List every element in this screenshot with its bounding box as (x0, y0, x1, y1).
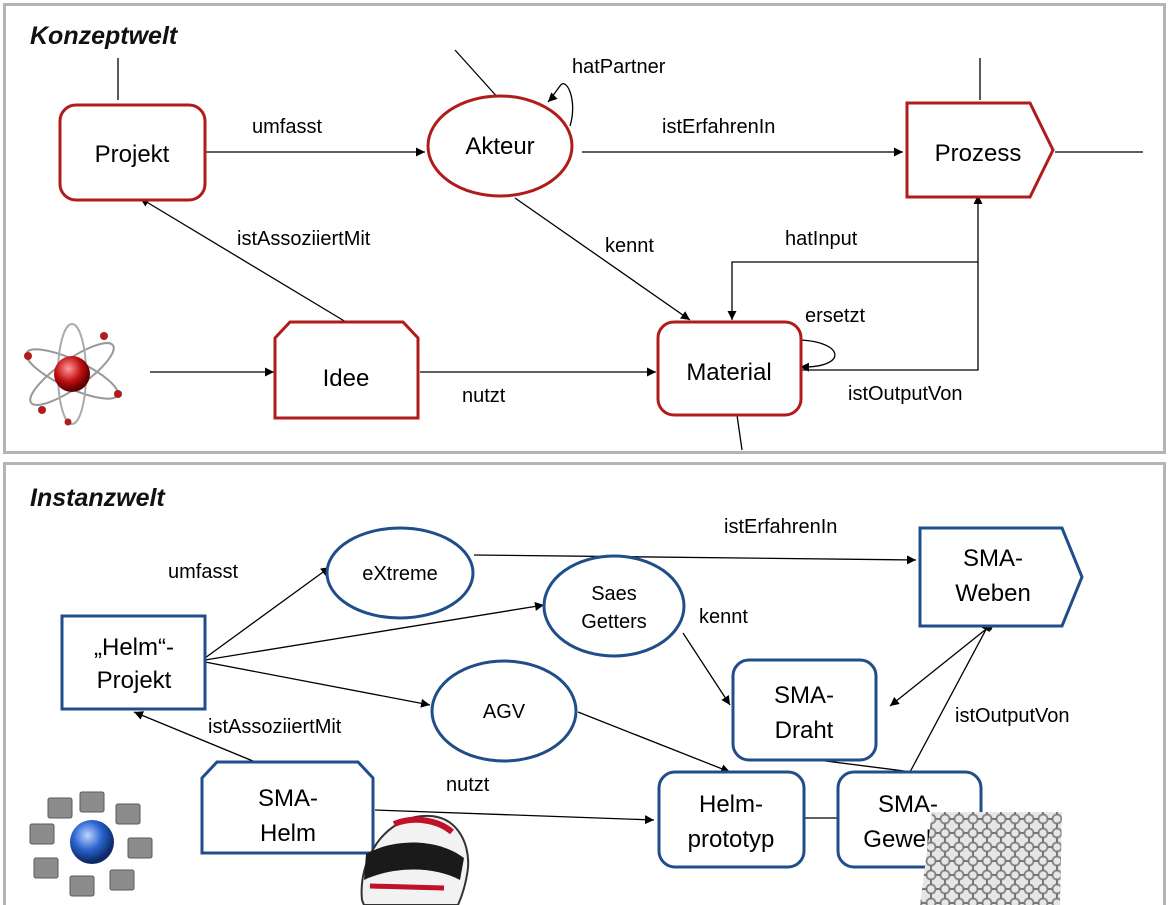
edge-stub-material (736, 414, 743, 451)
edge-stub-akteur (454, 49, 501, 101)
edge-umfasst-saes (204, 601, 545, 661)
edge-istoutputvon (800, 195, 983, 371)
edge-istassoziiertmit (139, 197, 347, 323)
konzept-edges (117, 49, 1143, 451)
label-isterfahrenin-i: istErfahrenIn (724, 516, 837, 538)
instanz-node-labels: „Helm“- Projekt eXtreme Saes Getters AGV… (94, 545, 1031, 853)
node-saes-label-2: Getters (581, 611, 647, 633)
edge-kennt (514, 197, 691, 321)
node-sma-weben-label-1: SMA- (963, 545, 1023, 572)
node-sma-draht-label-2: Draht (775, 717, 834, 744)
node-agv[interactable] (430, 659, 578, 763)
node-projekt-label: Projekt (95, 141, 170, 168)
node-sma-weben[interactable] (918, 526, 1084, 628)
edge-agv-helmprototyp (577, 711, 731, 773)
instanzwelt-title: Instanzwelt (30, 484, 165, 512)
node-extreme-label: eXtreme (362, 563, 438, 585)
mesh-fabric-icon (920, 812, 1062, 905)
node-prozess-label: Prozess (935, 140, 1022, 167)
node-idee-label: Idee (323, 365, 370, 392)
node-helmprototyp-label-1: Helm- (699, 791, 763, 818)
konzeptwelt-panel (3, 3, 1166, 454)
node-sma-helm-label-2: Helm (260, 820, 316, 847)
konzept-node-labels: Projekt Akteur Prozess Idee Material (95, 133, 1022, 392)
node-helm-projekt-label-1: „Helm“- (94, 634, 174, 661)
node-saes-getters[interactable] (542, 554, 686, 658)
edge-umfasst-extreme (204, 566, 331, 659)
atom-icon (24, 323, 122, 426)
edge-nutzt-i (374, 809, 655, 825)
edge-ersetzt (799, 339, 836, 372)
label-umfasst-i: umfasst (168, 561, 238, 583)
label-nutzt-i: nutzt (446, 774, 490, 796)
konzept-edge-labels: umfasst hatPartner istErfahrenIn istAsso… (237, 56, 963, 407)
edge-hatinput (727, 261, 978, 320)
edge-isterfahrenin-i (473, 554, 917, 565)
edge-istassoziiertmit-i (133, 711, 266, 767)
label-istassoziiertmit: istAssoziiertMit (237, 228, 371, 250)
edge-istoutputvon-i (909, 621, 991, 773)
node-akteur[interactable] (426, 94, 574, 198)
node-sma-draht-label-1: SMA- (774, 682, 834, 709)
edge-kennt-i (682, 632, 731, 706)
node-helmprototyp-label-2: prototyp (688, 826, 775, 853)
node-akteur-label: Akteur (465, 133, 534, 160)
node-idee[interactable] (273, 320, 420, 420)
label-umfasst: umfasst (252, 116, 322, 138)
instanz-edges (133, 554, 996, 825)
node-material[interactable] (656, 320, 803, 417)
konzeptwelt-title: Konzeptwelt (30, 22, 178, 50)
label-isterfahrenin: istErfahrenIn (662, 116, 775, 138)
edge-umfasst-agv (204, 661, 431, 708)
label-kennt-i: kennt (699, 606, 748, 628)
helmet-icon (360, 814, 470, 905)
edge-draht-weben (889, 621, 996, 707)
label-istassoziiertmit-i: istAssoziiertMit (208, 716, 342, 738)
label-ersetzt: ersetzt (805, 305, 865, 327)
label-hatpartner: hatPartner (572, 56, 666, 78)
node-projekt[interactable] (58, 103, 207, 202)
edge-hatpartner (547, 83, 574, 127)
node-agv-label: AGV (483, 701, 526, 723)
node-sma-helm-label-1: SMA- (258, 785, 318, 812)
cubes-network-icon (29, 791, 153, 897)
node-helm-projekt[interactable] (60, 614, 207, 711)
node-sma-draht[interactable] (731, 658, 878, 762)
label-kennt: kennt (605, 235, 654, 257)
label-istoutputvon-i: istOutputVon (955, 705, 1070, 727)
node-extreme[interactable] (325, 526, 475, 620)
node-sma-weben-label-2: Weben (955, 580, 1031, 607)
instanz-edge-labels: umfasst istErfahrenIn kennt istAssoziier… (168, 516, 1070, 796)
label-nutzt: nutzt (462, 385, 506, 407)
node-helm-projekt-label-2: Projekt (97, 667, 172, 694)
node-sma-gewebe-label-1: SMA- (878, 791, 938, 818)
node-prozess[interactable] (905, 101, 1055, 199)
node-helmprototyp[interactable] (657, 770, 806, 869)
instanz-nodes (60, 526, 1084, 869)
node-saes-label-1: Saes (591, 583, 637, 605)
label-hatinput: hatInput (785, 228, 858, 250)
konzept-nodes (58, 94, 1055, 420)
label-istoutputvon: istOutputVon (848, 383, 963, 405)
node-material-label: Material (686, 359, 771, 386)
